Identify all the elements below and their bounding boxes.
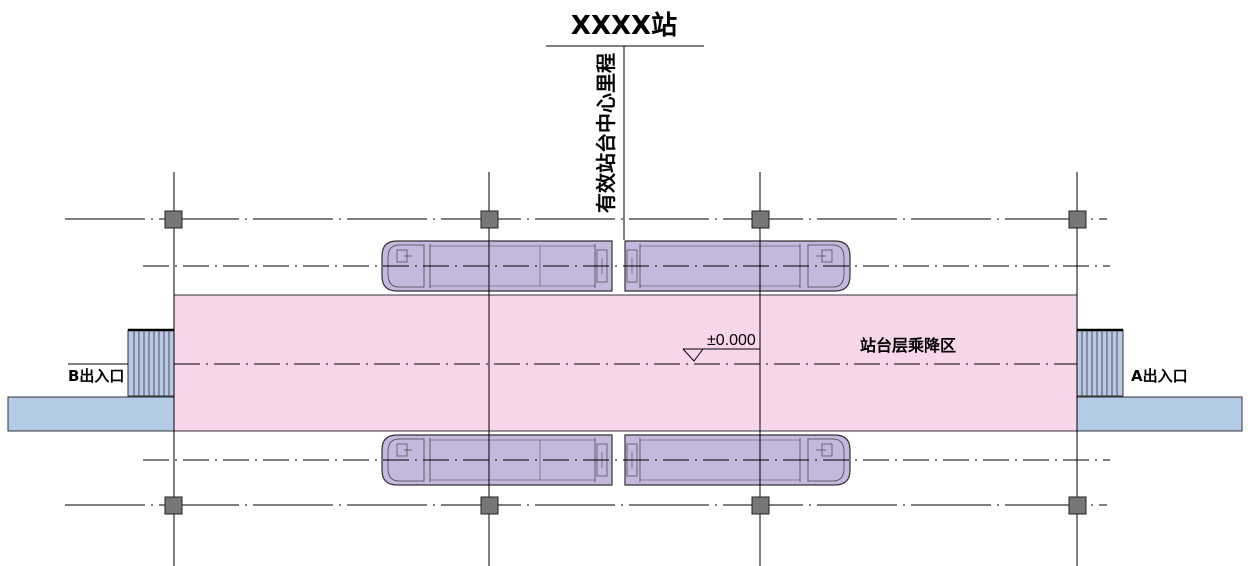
elevation-label: ±0.000 [707, 332, 756, 349]
elevation-marker [682, 348, 760, 362]
a-exit-passage [1076, 396, 1243, 432]
structural-columns [164, 210, 1087, 515]
column [1068, 496, 1087, 515]
column [1068, 210, 1087, 229]
station-title: XXXX站 [571, 11, 677, 41]
platform-zone-label: 站台层乘降区 [860, 336, 956, 355]
track-centerlines [143, 265, 1110, 461]
centerline-label: 有效站台中心里程 [594, 53, 618, 213]
column [751, 496, 770, 515]
b-exit-passage [7, 396, 175, 432]
column [751, 210, 770, 229]
b-exit-stairs [127, 328, 175, 397]
a-exit-label: A出入口 [1131, 367, 1188, 385]
column [480, 210, 499, 229]
column [164, 496, 183, 515]
center-mileage-marker [546, 45, 704, 240]
platform-zone [173, 294, 1078, 432]
column [164, 210, 183, 229]
a-exit-stairs [1076, 328, 1124, 397]
b-exit-label: B出入口 [68, 367, 124, 385]
column [480, 496, 499, 515]
